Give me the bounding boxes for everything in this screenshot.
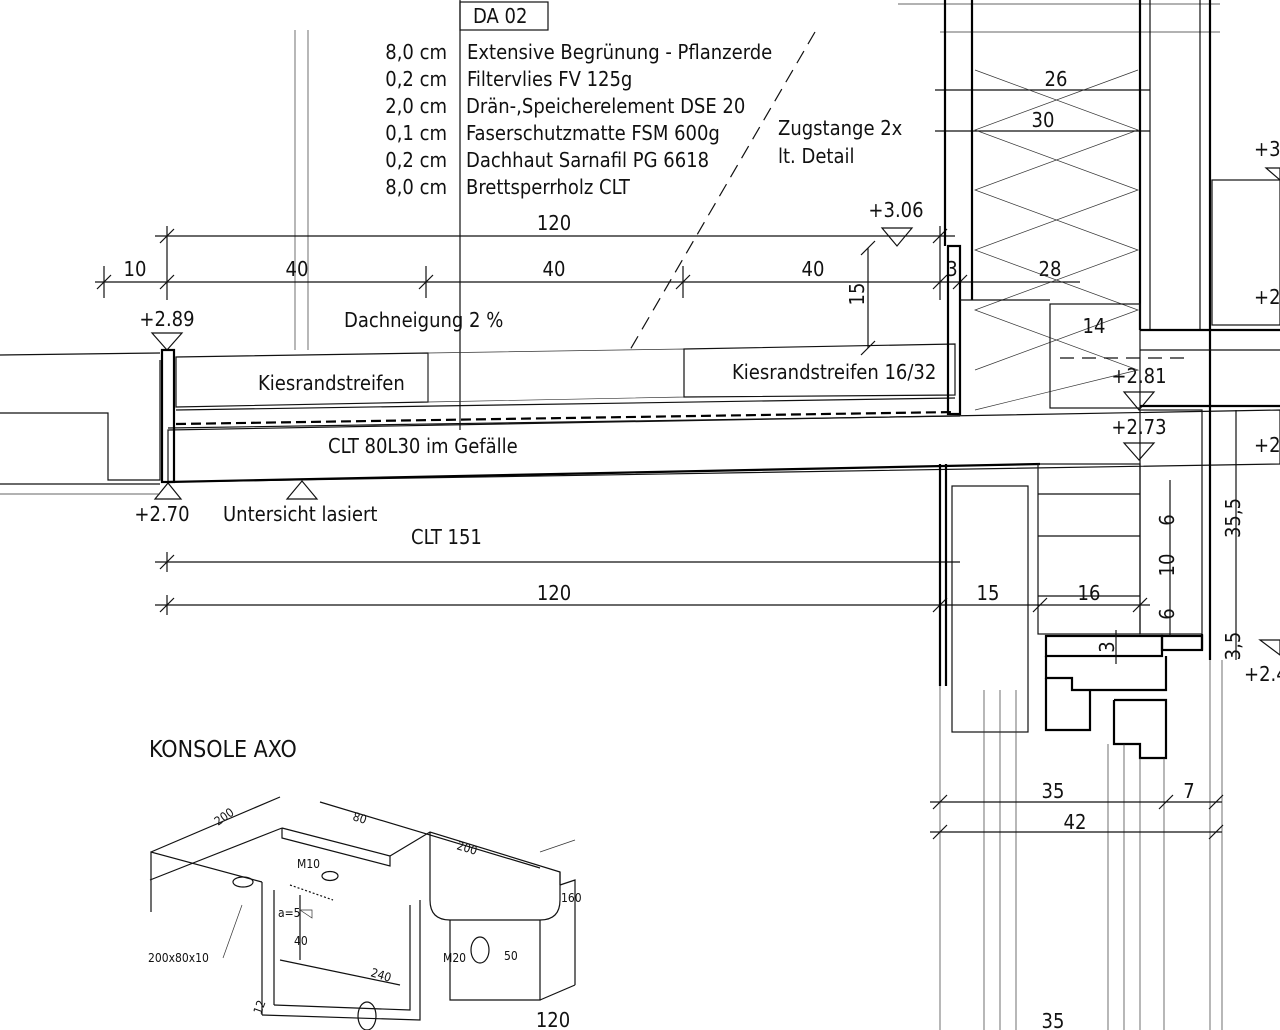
level-label: +2.4 bbox=[1244, 662, 1280, 686]
dimension-chain-lower: 35 7 42 35 bbox=[930, 779, 1224, 1030]
dimension-value: 14 bbox=[1083, 314, 1106, 338]
dimension-value: 26 bbox=[1045, 67, 1068, 91]
layer-thickness: 0,2 cm bbox=[385, 148, 447, 172]
soffit-label: Untersicht lasiert bbox=[223, 502, 377, 526]
dimension-value: 15 bbox=[845, 283, 869, 306]
konsole-axo-title: KONSOLE AXO bbox=[149, 737, 297, 763]
layer-material: Drän-,Speicherelement DSE 20 bbox=[466, 94, 745, 118]
dimension-value: 15 bbox=[977, 581, 1000, 605]
layer-material: Brettsperrholz CLT bbox=[466, 175, 631, 199]
roof-section bbox=[0, 244, 1280, 495]
axo-label: M20 bbox=[443, 951, 466, 965]
axo-label: M10 bbox=[297, 857, 320, 871]
dimension-chain-right: 6 10 6 35,5 3,5 3 bbox=[1095, 410, 1245, 664]
gravel-strip-right-label: Kiesrandstreifen 16/32 bbox=[732, 360, 936, 384]
layer-legend: 8,0 cm Extensive Begrünung - Pflanzerde … bbox=[385, 40, 772, 199]
dimension-value: 10 bbox=[124, 257, 147, 281]
reference-lines bbox=[294, 0, 1220, 430]
roof-pitch-label: Dachneigung 2 % bbox=[344, 308, 503, 332]
clt-slab-label: CLT 80L30 im Gefälle bbox=[328, 434, 518, 458]
section-tag-box bbox=[459, 1, 549, 31]
layer-thickness: 0,2 cm bbox=[385, 67, 447, 91]
axo-dimension: 160 bbox=[561, 891, 582, 905]
dimension-value: 35 bbox=[1042, 779, 1065, 803]
clt-151-label: CLT 151 bbox=[411, 525, 482, 549]
dimension-value: 42 bbox=[1064, 810, 1087, 834]
level-label: +3 bbox=[1254, 137, 1280, 161]
dimension-chain-bottom: 120 15 16 bbox=[155, 552, 1150, 615]
axo-label: a=5 bbox=[278, 906, 301, 920]
dimension-value: 120 bbox=[537, 581, 571, 605]
dimension-value: 16 bbox=[1078, 581, 1101, 605]
layer-material: Filtervlies FV 125g bbox=[467, 67, 632, 91]
axo-label: 200x80x10 bbox=[148, 951, 209, 965]
dimension-value: 3 bbox=[946, 257, 957, 281]
layer-material: Extensive Begrünung - Pflanzerde bbox=[467, 40, 772, 64]
level-label: +2.81 bbox=[1111, 364, 1166, 388]
level-markers: +3.06 +2.89 +2.70 +2.81 +2.73 +3 +2 +2 +… bbox=[134, 137, 1280, 686]
dimension-value: 40 bbox=[802, 257, 825, 281]
level-label: +2.89 bbox=[139, 307, 194, 331]
dimension-value: 120 bbox=[537, 211, 571, 235]
dimension-value: 6 bbox=[1155, 514, 1179, 525]
layer-thickness: 2,0 cm bbox=[385, 94, 447, 118]
axo-dimension: 200 bbox=[455, 838, 479, 857]
level-label: +2 bbox=[1254, 433, 1280, 457]
dimension-value: 35 bbox=[1042, 1009, 1065, 1030]
level-label: +2.70 bbox=[134, 502, 189, 526]
bracket-axonometric-sketch bbox=[149, 796, 576, 1030]
dimension-value: 7 bbox=[1183, 779, 1194, 803]
axo-dimension: 50 bbox=[504, 949, 518, 963]
level-label: +2.73 bbox=[1111, 415, 1166, 439]
axo-dimension: 240 bbox=[369, 965, 393, 984]
dimension-chain-top: 120 10 40 40 40 3 28 26 30 15 bbox=[95, 67, 1150, 356]
dimension-value: 40 bbox=[286, 257, 309, 281]
layer-thickness: 0,1 cm bbox=[385, 121, 447, 145]
dimension-value: 3 bbox=[1095, 641, 1119, 652]
bracket-annotations: 200 80 200 M10 a=5 40 240 M20 50 160 200… bbox=[148, 805, 582, 1030]
wall-section: 14 bbox=[938, 0, 1280, 1030]
section-tag: DA 02 bbox=[473, 4, 527, 28]
dimension-value: 10 bbox=[1155, 554, 1179, 577]
dimension-value: 120 bbox=[536, 1008, 570, 1030]
dimension-value: 3,5 bbox=[1221, 632, 1245, 661]
tie-rod-label: Zugstange 2x bbox=[778, 116, 903, 140]
dimension-value: 30 bbox=[1032, 108, 1055, 132]
level-label: +2 bbox=[1254, 285, 1280, 309]
axo-dimension: 40 bbox=[294, 934, 308, 948]
tie-rod-line bbox=[629, 31, 816, 351]
level-label: +3.06 bbox=[868, 198, 923, 222]
layer-material: Faserschutzmatte FSM 600g bbox=[466, 121, 720, 145]
axo-dimension: 80 bbox=[351, 809, 368, 826]
dimension-value: 28 bbox=[1039, 257, 1062, 281]
gravel-strip-left-label: Kiesrandstreifen bbox=[258, 371, 405, 395]
tie-rod-label-detail: lt. Detail bbox=[778, 144, 854, 168]
dimension-value: 35,5 bbox=[1221, 498, 1245, 538]
axo-dimension: 12 bbox=[251, 998, 269, 1016]
layer-thickness: 8,0 cm bbox=[385, 40, 447, 64]
layer-material: Dachhaut Sarnafil PG 6618 bbox=[466, 148, 709, 172]
dimension-value: 40 bbox=[543, 257, 566, 281]
dimension-value: 6 bbox=[1155, 608, 1179, 619]
layer-thickness: 8,0 cm bbox=[385, 175, 447, 199]
